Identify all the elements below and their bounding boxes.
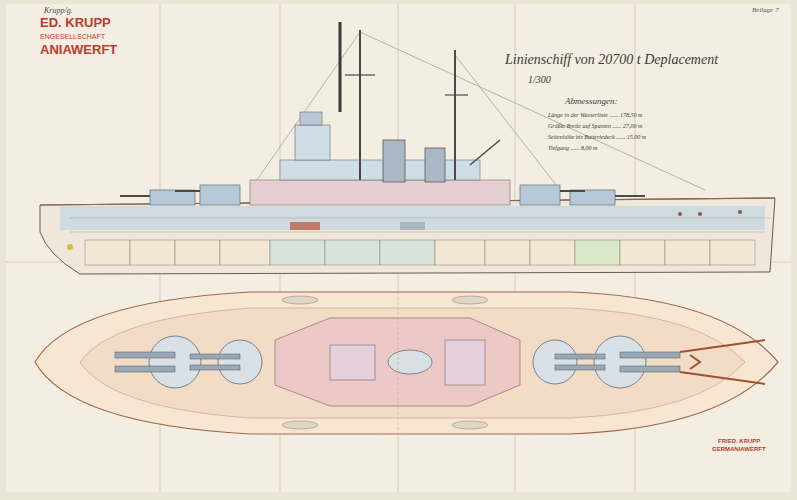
company-stamp: GERMANIAWERFT [712,446,766,453]
dimension-row: Größte Breite auf Spanten ...... 27,00 m [548,123,642,130]
company-stamp: ANIAWERFT [40,43,117,58]
company-stamp: ED. KRUPP [40,16,111,31]
sheet-number: Beilage 7 [752,6,779,14]
dimensions-heading: Abmessungen: [565,96,618,106]
signature: Krupp/g. [44,6,73,15]
dimension-row: Tiefgang ...... 8,00 m [548,145,597,152]
company-stamp: ENGESELLSCHAFT [40,33,105,41]
company-stamp: FRIED. KRUPP [718,438,760,445]
drawing-title: Linienschiff von 20700 t Deplacement [505,52,718,68]
dimension-row: Länge in der Wasserlinie ...... 178,50 m [548,112,642,119]
dimension-row: Seitenhöhe bis Batteriedeck ...... 15,00… [548,134,646,141]
scale: 1/300 [528,74,551,86]
